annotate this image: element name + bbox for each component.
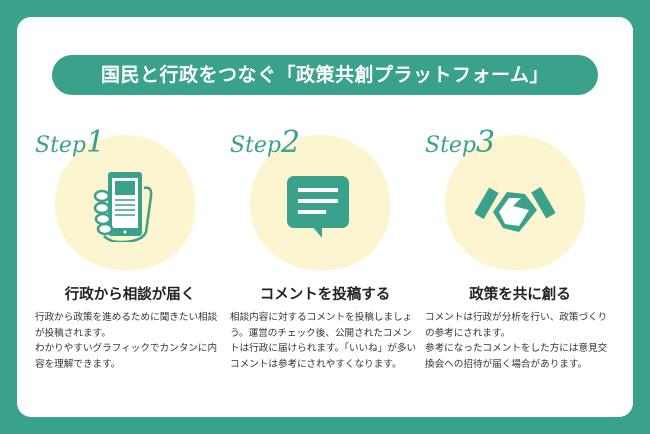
step-heading: 行政から相談が届く <box>64 287 196 303</box>
step-word: Step <box>230 133 282 158</box>
step-description: コメントは行政が分析を行い、政策づくりの参考にされます。 参考になったコメントを… <box>425 312 608 370</box>
handshake-icon <box>475 187 555 232</box>
step-description: 行政から政策を進めるために聞きたい相談が投稿されます。 わかりやすいグラフィック… <box>35 312 218 370</box>
step-description: 相談内容に対するコメントを投稿しましょう。運営のチェック後、公開されたコメントは… <box>230 312 417 370</box>
step-number: 1 <box>86 125 106 160</box>
step-label: Step1 <box>35 125 105 160</box>
step-label: Step3 <box>425 125 495 160</box>
step-heading: コメントを投稿する <box>259 287 391 303</box>
step-heading: 政策を共に創る <box>469 287 571 303</box>
step-label: Step2 <box>230 125 300 160</box>
speech-bubble-icon <box>287 176 349 238</box>
page-title: 国民と行政をつなぐ「政策共創プラットフォーム」 <box>52 55 598 95</box>
step-word: Step <box>35 133 87 158</box>
step-number: 3 <box>476 125 496 160</box>
step-word: Step <box>425 133 477 158</box>
step-number: 2 <box>281 125 301 160</box>
smartphone-in-hand-icon <box>93 172 153 242</box>
